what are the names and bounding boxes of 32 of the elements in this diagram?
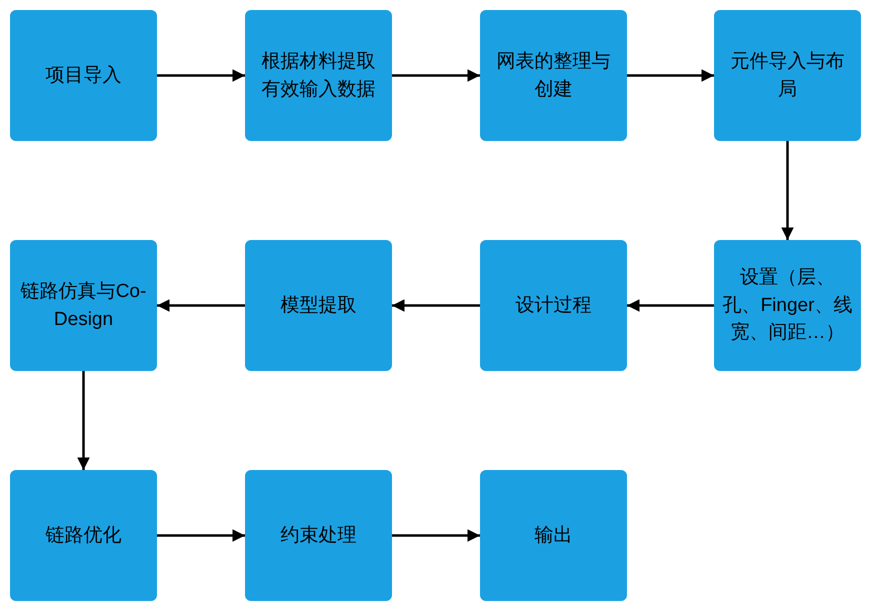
- box-label: 约束处理: [280, 524, 356, 548]
- arrow: [157, 529, 245, 542]
- arrow: [627, 69, 714, 82]
- arrow: [157, 299, 245, 312]
- arrow: [627, 299, 714, 312]
- box-label: 模型提取: [280, 294, 356, 318]
- process-box: [245, 240, 392, 371]
- arrow: [77, 371, 90, 470]
- arrow: [392, 69, 480, 82]
- process-box: [245, 470, 392, 601]
- process-box: [480, 240, 627, 371]
- arrow: [781, 141, 794, 240]
- box-label: 设置（层、孔、Finger、线宽、间距…）: [722, 266, 853, 346]
- box-label: 链路仿真与Co-Design: [20, 280, 148, 332]
- process-box: [480, 10, 627, 141]
- process-box: [10, 470, 157, 601]
- process-box: [10, 240, 157, 371]
- process-box: [714, 10, 861, 141]
- box-label: 输出: [534, 524, 572, 548]
- box-label: 项目导入: [46, 64, 122, 88]
- process-box: [10, 10, 157, 141]
- process-box: [714, 240, 861, 371]
- box-label: 设计过程: [516, 294, 592, 318]
- box-label: 元件导入与布局: [730, 50, 846, 102]
- box-label: 网表的整理与创建: [496, 50, 612, 102]
- process-box: [245, 10, 392, 141]
- process-box: [480, 470, 627, 601]
- arrow: [392, 299, 480, 312]
- box-label: 根据材料提取有效输入数据: [260, 50, 376, 102]
- box-label: 链路优化: [46, 524, 122, 548]
- arrow: [157, 69, 245, 82]
- arrow: [392, 529, 480, 542]
